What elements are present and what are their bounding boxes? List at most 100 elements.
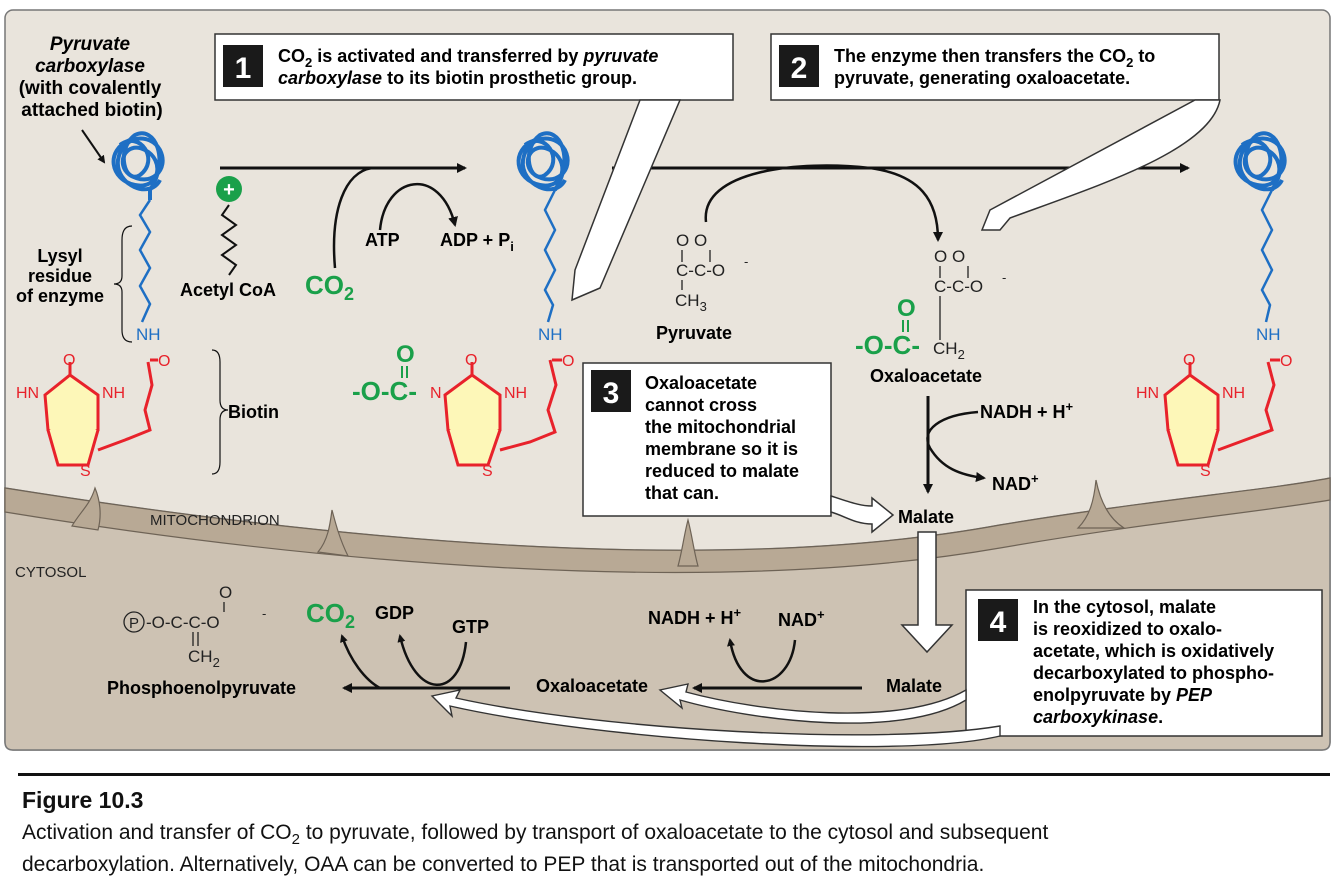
biotin-ring [46,429,100,467]
pep-structure: P -O-C-C-O - O CH2 [123,583,266,670]
step-2-badge [779,45,819,87]
lysyl-chain [543,189,557,323]
caption-divider [18,773,1330,776]
lysyl-brace [113,225,133,343]
step-3-line: cannot cross [645,395,757,415]
mitochondrion-label: MITOCHONDRION [150,512,280,529]
nh-label: NH [136,325,161,344]
activation-zigzag [220,204,238,276]
pep-ch2: CH2 [188,647,220,670]
step-2-line1: The enzyme then transfers the CO2 to [834,46,1155,70]
step-3-badge [591,370,631,412]
svg-text:-: - [1002,270,1006,285]
co2-in-arrow [332,166,373,269]
step-4-line: acetate, which is oxidatively [1033,641,1274,661]
step-4-line: enolpyruvate by PEP [1033,685,1213,705]
co2-main-label: CO2 [305,270,354,304]
nad-reduced-arrow [727,638,797,683]
co2-cyto-label: CO2 [306,598,355,632]
step-3-line: Oxaloacetate [645,373,757,393]
atp-label: ATP [365,230,400,250]
carboxyl-o-top: O [396,341,415,368]
enzyme-name-line2: carboxylase [35,56,145,77]
step-3-line: membrane so it is [645,439,798,459]
step-4-line: In the cytosol, malate [1033,597,1216,617]
biotin-o: O [63,352,75,369]
gdp-label: GDP [375,603,414,623]
cytosol-label: CYTOSOL [15,564,86,581]
svg-text:-: - [262,606,266,621]
malate-transport-arrow [900,531,954,654]
pyruvate-o1: O O [676,231,707,250]
figure-caption: Activation and transfer of CO2 to pyruva… [22,820,1322,877]
oaa-cyto-label: Oxaloacetate [536,676,648,696]
oaa-ch2: CH2 [933,339,965,362]
nad-top-label: NAD+ [992,471,1039,494]
biotin-n: N [430,385,442,402]
svg-text:C-C-O: C-C-O [934,277,983,296]
step-1-line2: carboxylase to its biotin prosthetic gro… [278,68,637,88]
lysyl-label-3: of enzyme [16,286,104,306]
nh-label: NH [1256,325,1281,344]
step-1-callout: 1 CO2 is activated and transferred by py… [214,33,734,302]
svg-text:-O-C-C-O: -O-C-C-O [146,613,220,632]
crista-fold [71,486,101,531]
biotin-s: S [80,463,91,480]
enzyme-biotin-complex-3: NH O HN NH S O [1136,131,1292,480]
crista-fold [1076,479,1127,529]
nadh-cyto-label: NADH + H+ [648,605,742,628]
step-4-line: carboxykinase. [1033,707,1163,727]
biotin-chain [499,359,558,452]
step-3-callout: 3 Oxaloacetate cannot cross the mitochon… [582,362,895,534]
biotin-s: S [482,463,493,480]
step-1-line1: CO2 is activated and transferred by pyru… [278,46,658,70]
pep-label: Phosphoenolpyruvate [107,678,296,698]
biotin-brace [211,349,229,475]
carbonyl-o: O [158,353,170,370]
biotin-o: O [465,352,477,369]
nadh-consumed-arrow [926,410,986,482]
co2-release-arrow [340,634,381,690]
acetyl-coa-label: Acetyl CoA [180,280,276,300]
carbonyl-o: O [1280,353,1292,370]
enzyme-coil-icon [111,131,165,200]
enzyme-coil-icon [516,131,570,192]
malate-mito-label: Malate [898,507,954,527]
lysyl-label-2: residue [28,266,92,286]
step-1-number: 1 [235,52,252,85]
enzyme-biotin-complex-2: NH O N NH S O -O-C- O [352,131,574,480]
step-1-badge [223,45,263,87]
biotin-nh: NH [102,385,125,402]
figure-title: Figure 10.3 [22,787,144,813]
pyruvate-to-oaa-arrow [704,164,943,242]
pyruvate-carboxylase-diagram: MITOCHONDRION CYTOSOL Pyruvate carboxyla… [4,9,1331,751]
step-3-pointer [830,494,895,534]
step-1-pointer [571,99,682,302]
adp-label: ADP + Pi [440,230,514,254]
step-4-callout: 4 In the cytosol, malate is reoxidized t… [965,589,1323,737]
malate-cyto-label: Malate [886,676,942,696]
oaa-green-o: O [897,295,916,322]
biotin-ring [1166,429,1220,467]
biotin-hn: HN [16,385,39,402]
caption-line2: decarboxylation. Alternatively, OAA can … [22,853,985,877]
svg-text:P: P [129,615,139,632]
biotin-nh: NH [504,385,527,402]
biotin-o: O [1183,352,1195,369]
step-2-line2: pyruvate, generating oxaloacetate. [834,68,1130,88]
phosphate-icon [123,611,145,633]
step-4-line: is reoxidized to oxalo- [1033,619,1222,639]
step-2-callout: 2 The enzyme then transfers the CO2 to p… [770,33,1221,231]
carboxyl-o-minus: -O-C- [352,376,417,406]
pyruvate-backbone: C-C-O [676,261,725,280]
positive-effector-icon [216,176,242,202]
step-3-line: reduced to malate [645,461,799,481]
biotin-chain [1217,361,1276,452]
crista-fold [316,509,350,557]
svg-text:O O: O O [934,247,965,266]
crista-fold [677,517,699,567]
gtp-gdp-arrow [397,634,468,686]
lysyl-chain [138,199,152,323]
step-2-number: 2 [791,52,808,85]
step-2-pointer [980,99,1221,231]
